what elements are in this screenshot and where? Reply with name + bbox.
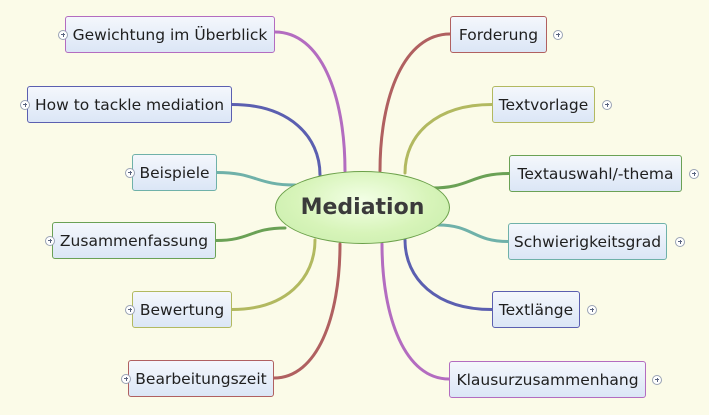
connector-how-to-tackle	[230, 103, 322, 177]
connector-schwierigkeitsgrad	[436, 223, 510, 243]
connector-bearbeitungszeit	[272, 242, 342, 380]
expand-icon[interactable]	[20, 99, 30, 110]
connector-textvorlage	[403, 103, 494, 175]
expand-icon[interactable]	[553, 29, 563, 40]
topic-label: How to tackle mediation	[34, 95, 225, 114]
connector-gewichtung	[273, 30, 347, 173]
expand-icon[interactable]	[602, 99, 612, 110]
topic-how-to-tackle[interactable]: How to tackle mediation	[27, 86, 232, 123]
topic-label: Textlänge	[498, 300, 574, 319]
expand-icon[interactable]	[45, 235, 55, 246]
topic-label: Gewichtung im Überblick	[72, 25, 268, 44]
topic-label: Schwierigkeitsgrad	[513, 232, 662, 251]
topic-label: Beispiele	[139, 163, 210, 182]
topic-label: Textvorlage	[498, 95, 589, 114]
connector-textlaenge	[403, 238, 494, 311]
connector-klausurzusammenhang	[380, 242, 451, 381]
expand-icon[interactable]	[587, 304, 597, 315]
connector-beispiele	[215, 171, 297, 187]
topic-klausurzusammenhang[interactable]: Klausurzusammenhang	[449, 361, 646, 398]
connector-bewertung	[230, 238, 317, 311]
expand-icon[interactable]	[125, 167, 135, 178]
topic-label: Bearbeitungszeit	[135, 369, 267, 388]
topic-textauswahl[interactable]: Textauswahl/-thema	[509, 155, 682, 192]
connector-forderung	[378, 32, 452, 173]
topic-gewichtung[interactable]: Gewichtung im Überblick	[65, 16, 275, 53]
expand-icon[interactable]	[689, 168, 699, 179]
topic-label: Forderung	[458, 25, 539, 44]
topic-label: Klausurzusammenhang	[456, 370, 639, 389]
topic-textlaenge[interactable]: Textlänge	[492, 291, 580, 328]
expand-icon[interactable]	[125, 304, 135, 315]
topic-textvorlage[interactable]: Textvorlage	[492, 86, 595, 123]
connector-textauswahl	[430, 172, 511, 190]
expand-icon[interactable]	[652, 374, 662, 385]
expand-icon[interactable]	[675, 236, 685, 247]
topic-label: Bewertung	[139, 300, 225, 319]
central-topic-mediation[interactable]: Mediation	[275, 171, 450, 244]
topic-bewertung[interactable]: Bewertung	[132, 291, 232, 328]
topic-bearbeitungszeit[interactable]: Bearbeitungszeit	[128, 360, 274, 397]
topic-forderung[interactable]: Forderung	[450, 16, 547, 53]
central-topic-label: Mediation	[300, 195, 425, 220]
topic-schwierigkeitsgrad[interactable]: Schwierigkeitsgrad	[508, 223, 667, 260]
topic-zusammenfassung[interactable]: Zusammenfassung	[52, 222, 216, 259]
topic-beispiele[interactable]: Beispiele	[132, 154, 217, 191]
topic-label: Zusammenfassung	[59, 231, 209, 250]
expand-icon[interactable]	[121, 373, 131, 384]
connector-zusammenfassung	[214, 226, 287, 242]
topic-label: Textauswahl/-thema	[517, 164, 674, 183]
expand-icon[interactable]	[58, 29, 68, 40]
